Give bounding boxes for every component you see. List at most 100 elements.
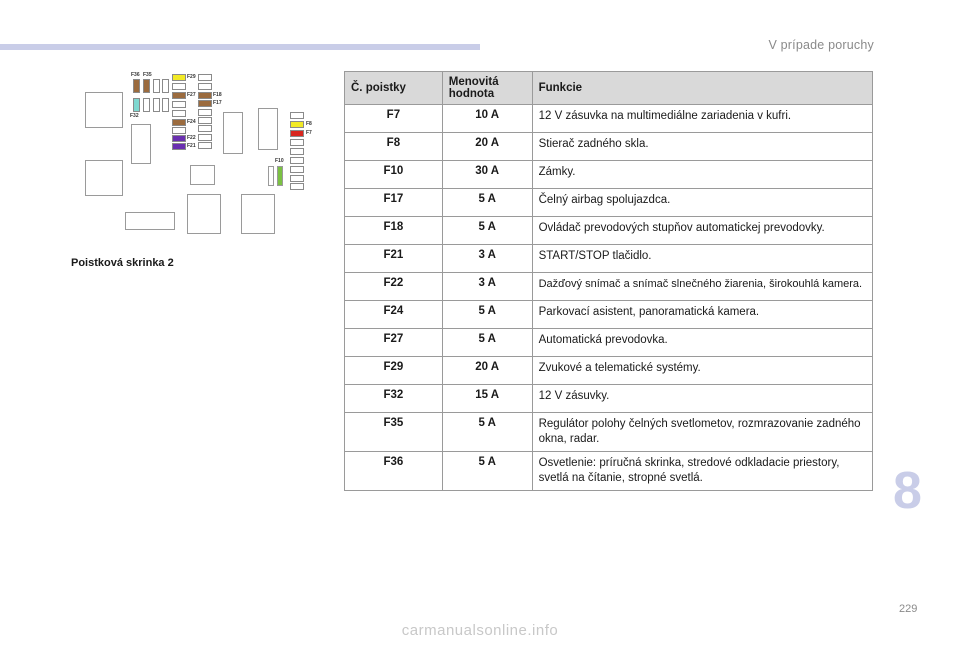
column-header-fuse-number: Č. poistky [344, 71, 443, 105]
fuse-f21 [172, 143, 186, 150]
fuse-number-cell: F18 [344, 216, 443, 245]
function-cell: Čelný airbag spolujazdca. [531, 188, 874, 217]
rating-cell: 3 A [441, 244, 533, 273]
diagram-block [187, 194, 221, 234]
fuse-slot-empty [290, 112, 304, 119]
fuse-f36 [133, 79, 140, 93]
rating-cell: 5 A [441, 216, 533, 245]
fuse-label-f29: F29 [187, 74, 196, 80]
rating-cell: 5 A [441, 451, 533, 491]
fuse-slot-empty [198, 117, 212, 124]
function-cell: Zvukové a telematické systémy. [531, 356, 874, 385]
function-cell: START/STOP tlačidlo. [531, 244, 874, 273]
fuse-slot-empty [198, 134, 212, 141]
diagram-block [190, 165, 215, 185]
fuse-label-f32: F32 [130, 113, 139, 119]
fuse-slot-empty [198, 83, 212, 90]
fuse-number-cell: F10 [344, 160, 443, 189]
rating-cell: 5 A [441, 412, 533, 452]
diagram-block [85, 92, 123, 128]
fuse-box-diagram: F36 F35 F32 F29 F27 F24 F22 F21 F18 F17 … [83, 72, 323, 242]
diagram-block [85, 160, 123, 196]
fuse-f29 [172, 74, 186, 81]
table-header-row: Č. poistky Menovitá hodnota Funkcie [344, 71, 874, 105]
fuse-label-f36: F36 [131, 72, 140, 78]
fuse-slot-empty [290, 157, 304, 164]
rating-cell: 30 A [441, 160, 533, 189]
fuse-number-cell: F32 [344, 384, 443, 413]
fuse-slot-empty [268, 166, 274, 186]
rating-cell: 20 A [441, 132, 533, 161]
fuse-label-f7: F7 [306, 130, 312, 136]
rating-cell: 5 A [441, 300, 533, 329]
function-cell: Regulátor polohy čelných svetlometov, ro… [531, 412, 874, 452]
fuse-f8 [290, 121, 304, 128]
function-cell: Zámky. [531, 160, 874, 189]
column-header-functions: Funkcie [531, 71, 874, 105]
function-cell: Parkovací asistent, panoramatická kamera… [531, 300, 874, 329]
diagram-block [125, 212, 175, 230]
fuse-f7 [290, 130, 304, 137]
fuse-number-cell: F17 [344, 188, 443, 217]
function-cell: Stierač zadného skla. [531, 132, 874, 161]
rating-cell: 15 A [441, 384, 533, 413]
fuse-label-f10: F10 [275, 158, 284, 164]
fuse-label-f24: F24 [187, 119, 196, 125]
fuse-slot-empty [162, 98, 169, 112]
fuse-slot-empty [290, 148, 304, 155]
rating-cell: 3 A [441, 272, 533, 301]
fuse-slot-empty [153, 79, 160, 93]
function-cell: Osvetlenie: príručná skrinka, stredové o… [531, 451, 874, 491]
fuse-f35 [143, 79, 150, 93]
function-cell: Dažďový snímač a snímač slnečného žiaren… [531, 272, 874, 301]
fuse-f18 [198, 92, 212, 99]
fuse-slot-empty [290, 139, 304, 146]
rating-cell: 5 A [441, 188, 533, 217]
header-accent-bar [0, 44, 480, 50]
fuse-number-cell: F8 [344, 132, 443, 161]
fuse-number-cell: F21 [344, 244, 443, 273]
fuse-slot-empty [172, 127, 186, 134]
fuse-label-f35: F35 [143, 72, 152, 78]
function-cell: 12 V zásuvka na multimediálne zariadenia… [531, 104, 874, 133]
fuse-slot-empty [153, 98, 160, 112]
fuse-number-cell: F24 [344, 300, 443, 329]
fuse-f22 [172, 135, 186, 142]
page-header-title: V prípade poruchy [768, 38, 874, 52]
fuse-label-f17: F17 [213, 100, 222, 106]
fuse-slot-empty [290, 175, 304, 182]
fuse-slot-empty [198, 142, 212, 149]
rating-cell: 5 A [441, 328, 533, 357]
function-cell: 12 V zásuvky. [531, 384, 874, 413]
diagram-block [223, 112, 243, 154]
rating-cell: 20 A [441, 356, 533, 385]
diagram-block [241, 194, 275, 234]
rating-cell: 10 A [441, 104, 533, 133]
fuse-f27 [172, 92, 186, 99]
fuse-number-cell: F22 [344, 272, 443, 301]
function-cell: Automatická prevodovka. [531, 328, 874, 357]
fuse-label-f21: F21 [187, 143, 196, 149]
fuse-f24 [172, 119, 186, 126]
fuse-slot-empty [172, 110, 186, 117]
fuse-slot-empty [198, 74, 212, 81]
page-number: 229 [899, 603, 918, 615]
chapter-number: 8 [893, 462, 922, 520]
diagram-block [131, 124, 151, 164]
fuse-slot-empty [198, 109, 212, 116]
fuse-number-cell: F29 [344, 356, 443, 385]
